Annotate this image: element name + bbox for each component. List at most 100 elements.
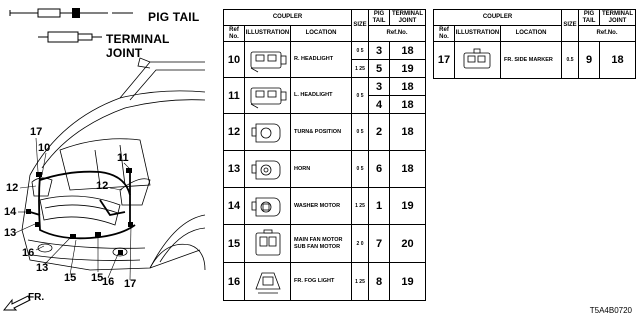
callout-17-top: 17 [30,126,43,138]
size-cell: 0.5 [561,41,580,79]
fan-motor-connector-icon [255,229,280,255]
header-illustration: ILLUSTRATION [244,25,291,42]
location-cell: R. HEADLIGHT [289,41,353,78]
table-row: 17 FR. SIDE MARKER 0.5 9 18 [433,41,637,79]
pig-tail-cell: 9 [578,41,601,79]
turn-position-connector-icon [251,123,280,143]
terminal-joint-cell: 18 [389,95,427,114]
header-coupler: COUPLER [222,9,353,26]
terminal-joint-cell: 19 [389,262,427,301]
callout-17-bottom: 17 [124,278,137,290]
terminal-joint-icon [38,31,102,43]
size-cell: 1 25 [351,59,370,78]
pig-tail-cell: 3 [368,77,391,96]
ref-cell: 16 [223,262,245,301]
terminal-joint-cell: 18 [389,150,427,188]
washer-motor-connector-icon [251,197,280,217]
pig-tail-cell: 7 [368,224,391,263]
connector-illustration [244,77,291,114]
table-row: 4 18 [224,95,427,114]
table-row: 14 WASHER MOTOR 1 25 1 19 [223,187,427,225]
location-cell: L. HEADLIGHT [289,77,353,114]
size-cell: 0 5 [351,77,370,114]
pig-tail-cell: 4 [368,95,391,114]
header-ref-no-right: Ref.No. [578,25,637,42]
callout-10: 10 [38,142,51,154]
size-cell: 0 5 [351,41,370,60]
connector-illustration [244,187,291,225]
side-marker-connector-icon [463,48,490,69]
pig-tail-label: PIG TAIL [148,10,200,24]
pig-tail-cell: 6 [368,150,391,188]
ref-cell: 15 [223,224,245,263]
table-row: 11 L. HEADLIGHT 0 5 3 18 [223,77,427,114]
terminal-joint-cell: 19 [389,59,427,78]
header-illustration: ILLUSTRATION [454,25,501,42]
ref-cell: 10 [223,41,245,78]
callout-15-right: 15 [91,272,104,284]
callout-12-right: 12 [96,180,109,192]
vehicle-front-diagram [14,57,206,281]
connector-illustration [454,41,501,79]
callout-11: 11 [117,152,129,164]
header-ref-no: Ref No. [433,25,455,42]
front-direction-arrow-icon [2,295,31,311]
table-row: 10 R. HEADLIGHT 0 5 3 18 [223,41,427,78]
table-row: 16 FR. FOG LIGHT 1 25 8 19 [223,262,427,301]
table-row: 12 TURN& POSITION 0 5 2 18 [223,113,427,151]
location-cell: MAIN FAN MOTOR SUB FAN MOTOR [289,224,353,263]
header-pig-tail: PIG TAIL [578,9,601,26]
ref-cell: 11 [223,77,245,114]
ref-cell: 13 [223,150,245,188]
connector-illustration [244,224,291,263]
location-cell: FR. SIDE MARKER [499,41,563,79]
size-cell: 2 0 [351,224,370,263]
size-cell: 0 5 [351,150,370,188]
header-terminal-joint: TERMINAL JOINT [599,9,637,26]
ref-cell: 14 [223,187,245,225]
connector-illustration [244,150,291,188]
connector-illustration [244,262,291,301]
header-ref-no: Ref No. [223,25,245,42]
pig-tail-cell: 1 [368,187,391,225]
location-cell: TURN& POSITION [289,113,353,151]
header-size: SIZE [561,9,580,42]
callout-13-bottom: 13 [36,262,49,274]
horn-connector-icon [251,160,280,180]
terminal-joint-cell: 19 [389,187,427,225]
terminal-joint-cell: 18 [389,41,427,60]
size-cell: 1 25 [351,187,370,225]
location-cell: WASHER MOTOR [289,187,353,225]
callout-13-left: 13 [4,227,17,239]
headlight-connector-icon [250,51,286,72]
legend: PIG TAIL TERMINAL JOINT [0,0,200,60]
location-cell: FR. FOG LIGHT [289,262,353,301]
ref-cell: 17 [433,41,455,79]
callout-16-left: 16 [22,247,35,259]
terminal-joint-label: TERMINAL JOINT [106,32,170,60]
coupler-table-right: COUPLER SIZE PIG TAIL TERMINAL JOINT Ref… [432,9,637,79]
ref-cell: 12 [223,113,245,151]
callout-14: 14 [4,206,17,218]
callout-16-right: 16 [102,276,115,288]
fog-light-connector-icon [254,272,281,293]
callout-15-left: 15 [64,272,77,284]
terminal-joint-cell: 18 [599,41,637,79]
header-location: LOCATION [289,25,353,42]
pig-tail-cell: 3 [368,41,391,60]
coupler-table-left: COUPLER SIZE PIG TAIL TERMINAL JOINT Ref… [222,9,427,301]
terminal-joint-cell: 18 [389,77,427,96]
table-row: 1 25 5 19 [224,59,427,78]
pig-tail-cell: 8 [368,262,391,301]
header-pig-tail: PIG TAIL [368,9,391,26]
header-ref-no-right: Ref.No. [368,25,427,42]
header-location: LOCATION [499,25,563,42]
size-cell: 0 5 [351,113,370,151]
pig-tail-icon [9,8,133,18]
header-size: SIZE [351,9,370,42]
connector-illustration [244,113,291,151]
terminal-joint-cell: 18 [389,113,427,151]
headlight-connector-icon [250,87,286,108]
terminal-joint-cell: 20 [389,224,427,263]
connector-illustration [244,41,291,78]
